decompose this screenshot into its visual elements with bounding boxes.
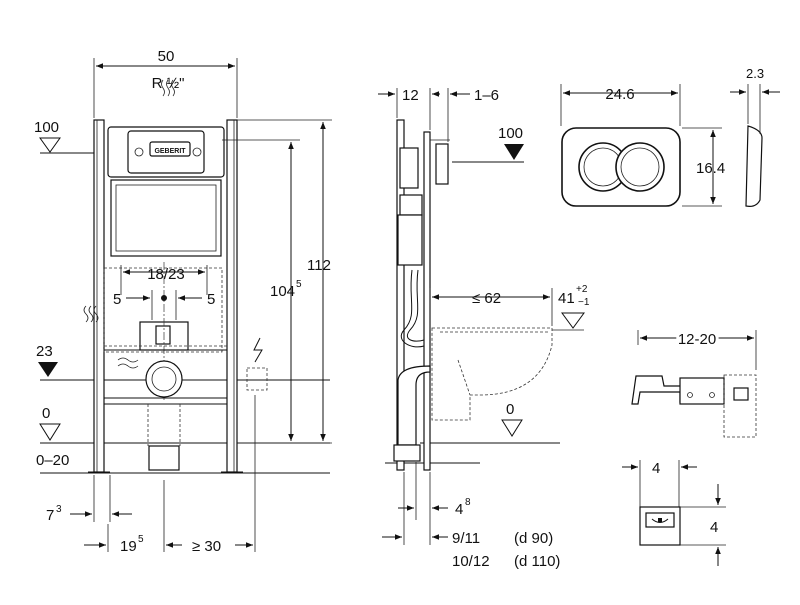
supply-connector [155, 325, 171, 345]
dim-19-label: 19 [120, 538, 137, 555]
height-112-label: 112 [307, 257, 331, 274]
side-dim-4-sup: 8 [465, 497, 471, 508]
pipe-size-label: R ½" [152, 75, 185, 92]
side-drain-pipe [397, 365, 431, 446]
side-d110-label: (d 110) [514, 553, 560, 570]
side-dim-41-sub: −1 [578, 297, 590, 308]
electrical-box [246, 367, 268, 391]
side-dim-1-6-label: 1–6 [474, 87, 499, 104]
bracket-clamp [679, 377, 725, 405]
side-dim-41-sup: +2 [576, 284, 588, 295]
mounting-plate-outline [103, 267, 223, 353]
side-dim-10-12-label: 10/12 [452, 553, 490, 570]
side-dim-9-11-label: 9/11 [452, 530, 480, 547]
plate-width-label: 24.6 [605, 86, 634, 103]
level-23-label: 23 [36, 343, 53, 360]
flush-plate-view: 24.6 16.4 2.3 [560, 66, 780, 207]
clip-height-label: 4 [710, 519, 718, 536]
offset-5-right-label: 5 [207, 291, 215, 308]
wall-bracket-view: 12-20 [631, 328, 757, 438]
clip-width-label: 4 [652, 460, 660, 477]
side-level-100-marker [504, 144, 524, 160]
right-rail [226, 119, 238, 473]
side-level-0-marker [501, 419, 523, 437]
toilet-bowl-outline [431, 327, 553, 421]
center-point-icon [161, 295, 167, 301]
right-bolt-icon [192, 147, 202, 157]
flush-pipe-icon [161, 79, 175, 97]
side-level-41-marker [561, 312, 585, 329]
bracket-range-label: 12-20 [678, 331, 716, 348]
electric-bolt-icon [253, 337, 263, 363]
side-rail-front [423, 131, 431, 471]
water-supply-icon [83, 305, 99, 323]
fixing-clip-view: 4 4 [622, 460, 726, 566]
drain-outlet [148, 445, 180, 471]
bracket-slide-outline [723, 374, 757, 438]
badge-label: GEBERIT [154, 148, 186, 155]
dim-19-sup: 5 [138, 534, 144, 545]
level-0-label: 0 [42, 405, 50, 422]
dim-7-sup: 3 [56, 504, 62, 515]
offset-5-left-label: 5 [113, 291, 121, 308]
side-cistern-body [397, 214, 423, 266]
plate-depth-label: 2.3 [746, 66, 764, 81]
spacing-18-23-label: 18/23 [147, 266, 185, 283]
plate-side-profile [745, 125, 763, 207]
side-cistern-top [399, 147, 419, 189]
side-dim-41-label: 41 [558, 290, 575, 307]
side-dim-12-label: 12 [402, 87, 419, 104]
side-dim-62-label: ≤ 62 [472, 290, 501, 307]
front-view: GEBERIT [34, 48, 332, 555]
left-bolt-icon [134, 147, 144, 157]
side-actuator [435, 143, 449, 185]
level-0-marker [39, 423, 61, 441]
dim-30-label: ≥ 30 [192, 538, 221, 555]
side-drain-outlet [393, 444, 421, 462]
side-level-100-label: 100 [498, 125, 523, 142]
height-104-label: 104 [270, 283, 295, 300]
cistern-inner [115, 184, 217, 252]
height-104-sup: 5 [296, 279, 302, 290]
side-rail-back [396, 119, 405, 471]
width-50-label: 50 [158, 48, 175, 65]
cistern-body [110, 179, 222, 257]
drain-pipe [145, 360, 183, 398]
left-rail [93, 119, 105, 473]
flush-button-large [615, 142, 665, 192]
side-view: 12 1–6 100 ≤ 62 41 +2 −1 0 4 8 9/11 (d 9… [378, 87, 590, 570]
side-dim-4-label: 4 [455, 501, 463, 518]
plate-height-label: 16.4 [696, 160, 725, 177]
level-23-marker [38, 362, 58, 377]
floor-range-label: 0–20 [36, 452, 69, 469]
dim-7-label: 7 [46, 507, 54, 524]
side-level-0-label: 0 [506, 401, 514, 418]
side-d90-label: (d 90) [514, 530, 553, 547]
level-100-label: 100 [34, 119, 59, 136]
bracket-end-block [733, 387, 749, 401]
drain-water-icon [117, 357, 139, 369]
level-100-marker [39, 137, 61, 153]
side-flush-pipe [400, 269, 425, 348]
side-cistern-mid [399, 194, 423, 216]
geberit-badge [149, 141, 191, 157]
